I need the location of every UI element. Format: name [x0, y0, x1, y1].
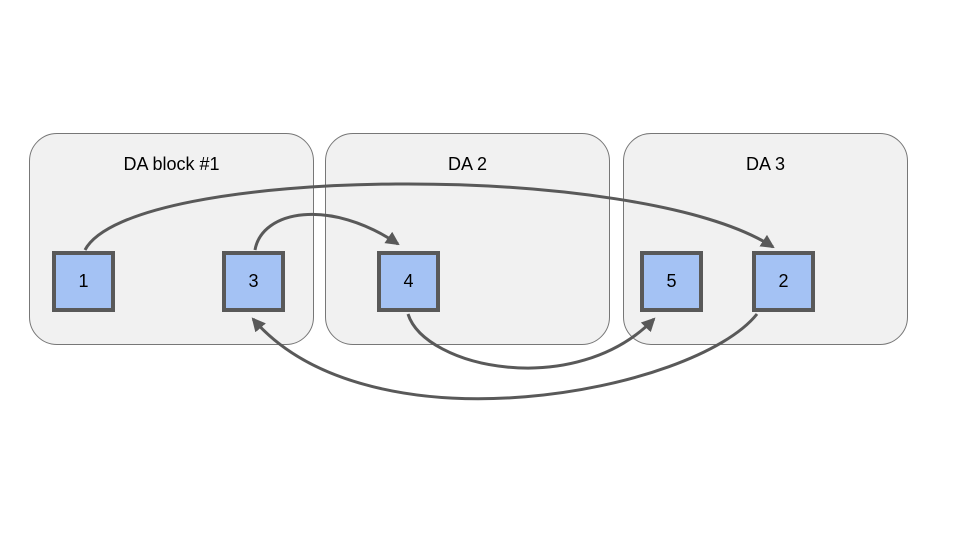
da-block-2-label: DA 2 — [447, 154, 488, 174]
da-block-2-container: DA 2 — [325, 133, 610, 345]
node-5: 5 — [640, 251, 703, 312]
node-4-label: 4 — [403, 271, 414, 291]
node-2-label: 2 — [778, 271, 789, 291]
node-3-label: 3 — [248, 271, 259, 291]
node-2: 2 — [752, 251, 815, 312]
da-block-3-container: DA 3 — [623, 133, 908, 345]
node-1-label: 1 — [78, 271, 89, 291]
da-block-1-container: DA block #1 — [29, 133, 314, 345]
da-block-1-label: DA block #1 — [123, 154, 220, 174]
node-5-label: 5 — [666, 271, 677, 291]
da-block-3-label: DA 3 — [745, 154, 786, 174]
node-3: 3 — [222, 251, 285, 312]
node-1: 1 — [52, 251, 115, 312]
node-4: 4 — [377, 251, 440, 312]
